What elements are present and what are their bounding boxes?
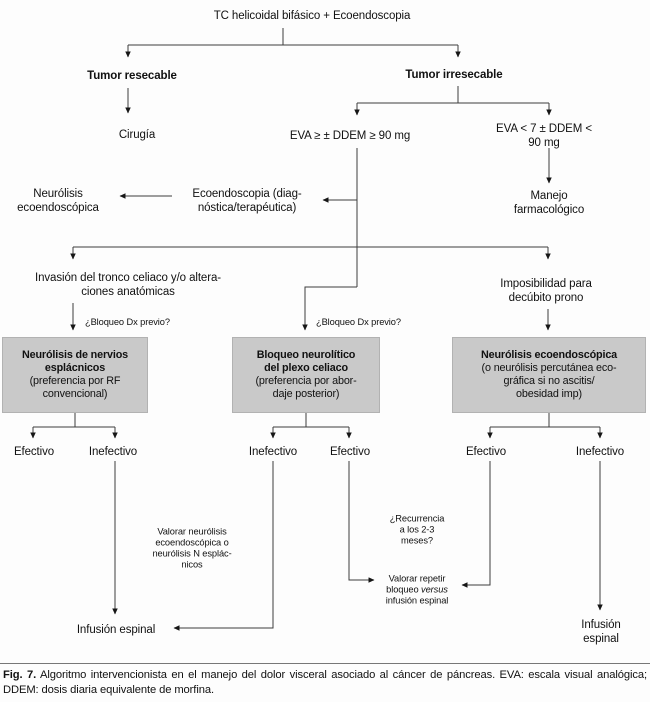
node-eva-low: EVA < 7 ± DDEM < 90 mg <box>496 122 592 149</box>
node-manejo-farmacologico: Manejo farmacológico <box>513 189 585 216</box>
box-neurolisis-ecoendoscopica-subtitle: (o neurólisis percutánea eco- gráfica si… <box>481 361 617 401</box>
caption-divider <box>0 663 650 664</box>
node-imposibilidad-prono: Imposibilidad para decúbito prono <box>500 277 592 304</box>
box-neurolisis-esplacnicos: Neurólisis de nervios esplácnicos (prefe… <box>2 337 148 413</box>
outcome-efectivo-box2: Efectivo <box>329 445 371 458</box>
outcome-efectivo-box1: Efectivo <box>13 445 55 458</box>
outcome-inefectivo-box3: Inefectivo <box>575 445 625 458</box>
node-tumor-irresecable: Tumor irresecable <box>405 68 503 81</box>
note-valorar-repetir-versus: versus <box>421 585 448 595</box>
outcome-inefectivo-box1: Inefectivo <box>88 445 138 458</box>
note-valorar-neurolisis: Valorar neurólisis ecoendoscópica o neur… <box>152 526 232 571</box>
node-neurolisis-ecoendoscopica: Neurólisis ecoendoscópica <box>17 187 99 214</box>
box-neurolisis-esplacnicos-title: Neurólisis de nervios esplácnicos <box>21 348 129 374</box>
label-bloqueo-dx-previo-middle: ¿Bloqueo Dx previo? <box>316 317 401 327</box>
note-valorar-repetir-post: infusión espinal <box>385 596 449 607</box>
label-bloqueo-dx-previo-left: ¿Bloqueo Dx previo? <box>85 317 170 327</box>
figure-caption-text: Algoritmo intervencionista en el manejo … <box>3 669 647 696</box>
box-neurolisis-esplacnicos-subtitle: (preferencia por RF convencional) <box>29 375 121 401</box>
node-ecoendoscopia: Ecoendoscopia (diag- nóstica/terapéutica… <box>192 187 302 214</box>
node-eva-high: EVA ≥ ± DDEM ≥ 90 mg <box>289 129 411 142</box>
outcome-efectivo-box3: Efectivo <box>465 445 507 458</box>
node-ct-eus-title: TC helicoidal bifásico + Ecoendoscopia <box>213 9 411 22</box>
figure-caption-label: Fig. 7. <box>3 669 37 681</box>
node-tumor-resecable: Tumor resecable <box>87 69 177 82</box>
note-valorar-repetir: Valorar repetir bloqueo versus infusión … <box>386 563 449 608</box>
node-cirugia: Cirugía <box>118 128 156 141</box>
node-infusion-espinal-right: Infusión espinal <box>581 618 621 645</box>
figure-caption: Fig. 7. Algoritmo intervencionista en el… <box>3 668 647 697</box>
node-infusion-espinal-left: Infusión espinal <box>76 623 156 636</box>
box-bloqueo-plexo-celiaco-title: Bloqueo neurolítico del plexo celiaco <box>256 348 356 374</box>
note-valorar-repetir-pre: Valorar repetir bloqueo <box>386 573 446 595</box>
note-recurrencia: ¿Recurrencia a los 2-3 meses? <box>389 513 445 546</box>
outcome-inefectivo-box2: Inefectivo <box>248 445 298 458</box>
box-neurolisis-ecoendoscopica-title: Neurólisis ecoendoscópica <box>480 348 618 361</box>
box-bloqueo-plexo-celiaco-subtitle: (preferencia por abor- daje posterior) <box>255 375 357 401</box>
box-bloqueo-plexo-celiaco: Bloqueo neurolítico del plexo celiaco (p… <box>232 337 380 413</box>
box-neurolisis-ecoendoscopica: Neurólisis ecoendoscópica (o neurólisis … <box>452 337 646 413</box>
node-invasion-tronco: Invasión del tronco celiaco y/o altera- … <box>35 271 221 298</box>
